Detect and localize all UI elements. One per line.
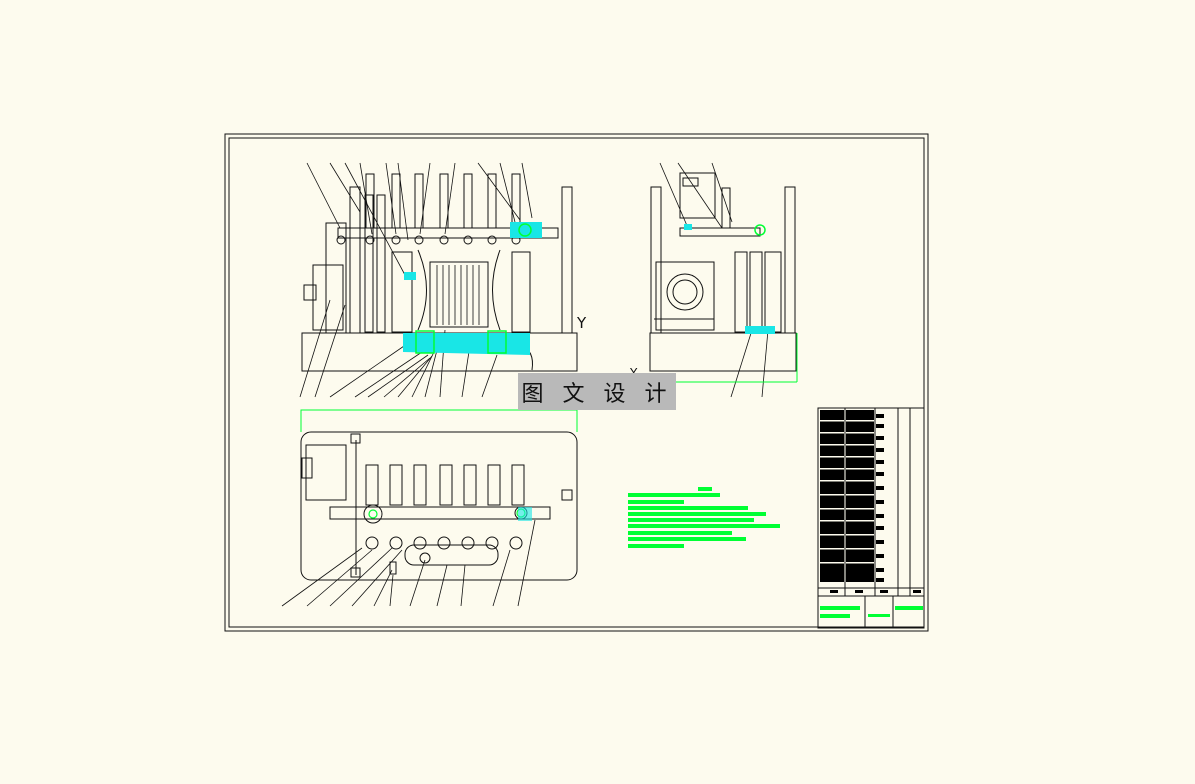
technical-notes [628, 487, 780, 548]
section-mark-y: Y [577, 314, 587, 332]
title-block-green [820, 606, 923, 618]
parts-list-cells [820, 410, 921, 593]
parts-list-gaps [820, 420, 874, 564]
watermark-banner: 图 文 设 计 [518, 373, 676, 410]
sheet-outer-border [224, 133, 929, 632]
leader-lines [281, 162, 769, 607]
top-view [300, 431, 578, 581]
title-block [817, 407, 925, 629]
highlight-regions [300, 222, 798, 521]
sheet-inner-border [228, 137, 925, 628]
side-view [649, 172, 797, 372]
